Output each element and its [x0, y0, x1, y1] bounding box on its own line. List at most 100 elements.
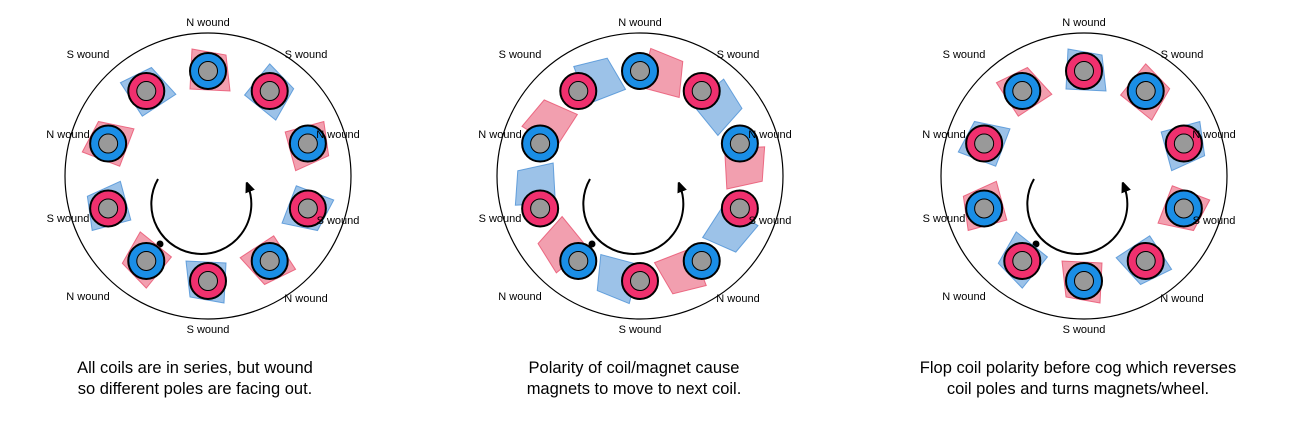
coil — [596, 253, 659, 305]
coil-core — [530, 198, 551, 219]
coil-label: S wound — [67, 49, 110, 61]
coil-core — [98, 198, 119, 219]
coil-label: N wound — [46, 129, 89, 141]
coil-core — [530, 133, 551, 154]
coil-label: N wound — [284, 293, 327, 305]
coil-core — [136, 250, 157, 271]
coil-core — [198, 61, 218, 81]
coil-core — [568, 81, 589, 102]
coil — [962, 180, 1008, 232]
rotor-wheel — [64, 32, 352, 320]
coil — [1061, 260, 1103, 304]
caption-line: magnets to move to next coil. — [526, 380, 742, 398]
coil-label: S wound — [317, 215, 360, 227]
coil-label: S wound — [1063, 324, 1106, 336]
coil-label: S wound — [619, 324, 662, 336]
coil-label: N wound — [618, 17, 661, 29]
coil — [521, 99, 579, 163]
coil-core — [1012, 81, 1033, 102]
caption-line: coil poles and turns magnets/wheel. — [946, 380, 1210, 398]
coil-label: S wound — [717, 49, 760, 61]
reference-dot — [588, 240, 596, 248]
coil-label: S wound — [499, 49, 542, 61]
caption-panel-2: Polarity of coil/magnet cause magnets to… — [424, 358, 844, 400]
coil-label: N wound — [922, 129, 965, 141]
coil-core — [1135, 81, 1156, 102]
panel-1: N wound S wound N wound S wound N wound S wou… — [46, 17, 359, 336]
coil-core — [1173, 198, 1194, 219]
coil-core — [1074, 61, 1094, 81]
coil — [621, 47, 684, 99]
coil — [537, 215, 598, 280]
coil — [1065, 48, 1107, 92]
coil-label: N wound — [748, 129, 791, 141]
coil — [121, 231, 173, 289]
coil-core — [974, 198, 995, 219]
coil-core — [1135, 250, 1156, 271]
rotation-arrow — [150, 178, 251, 255]
coil-label: N wound — [1192, 129, 1235, 141]
coil — [119, 66, 177, 117]
coil — [243, 63, 295, 121]
coil — [720, 124, 766, 190]
coil-core — [136, 81, 157, 102]
coil-core — [1074, 271, 1094, 291]
caption-line: so different poles are facing out. — [77, 380, 313, 398]
caption-panel-3: Flop coil polarity before cog which reve… — [868, 358, 1288, 400]
coil-label: N wound — [1160, 293, 1203, 305]
coil-label: S wound — [943, 49, 986, 61]
coil-label: N wound — [942, 291, 985, 303]
coil-core — [568, 250, 589, 271]
coil-label: S wound — [47, 213, 90, 225]
caption-panel-1: All coils are in series, but wound so di… — [0, 358, 405, 400]
coil-label: S wound — [479, 213, 522, 225]
coil — [281, 185, 335, 232]
panel-3: N wound S wound N wound S wound N wound S wou… — [922, 17, 1235, 336]
coil-core — [1173, 133, 1194, 154]
coil — [1119, 63, 1171, 121]
coil-core — [259, 250, 280, 271]
coil — [185, 260, 227, 304]
coil-label: S wound — [187, 324, 230, 336]
coil-core — [630, 271, 650, 291]
rotation-arrow — [582, 178, 683, 255]
coil-core — [974, 133, 995, 154]
coil-label: N wound — [498, 291, 541, 303]
coil — [284, 120, 330, 172]
coil — [559, 57, 627, 111]
coil-core — [259, 81, 280, 102]
coil-label: S wound — [1193, 215, 1236, 227]
rotor-wheel — [496, 32, 784, 320]
coil-core — [691, 250, 712, 271]
coil-core — [1012, 250, 1033, 271]
coil — [1160, 120, 1206, 172]
coil-label: N wound — [66, 291, 109, 303]
panel-2: N wound S wound N wound S wound N wound S wou… — [478, 17, 791, 336]
coil-label: S wound — [285, 49, 328, 61]
coil — [701, 189, 759, 253]
coil — [514, 162, 560, 228]
caption-line: Flop coil polarity before cog which reve… — [919, 359, 1237, 377]
coil — [86, 180, 132, 232]
coil-label: N wound — [716, 293, 759, 305]
caption-line: All coils are in series, but wound — [77, 359, 313, 377]
coil — [81, 120, 135, 167]
coil-core — [297, 198, 318, 219]
coil-label: N wound — [316, 129, 359, 141]
coil — [682, 72, 743, 137]
coil-label: N wound — [186, 17, 229, 29]
coil-core — [729, 133, 750, 154]
coil-core — [98, 133, 119, 154]
coil — [995, 66, 1053, 117]
coil-label: S wound — [923, 213, 966, 225]
coil — [997, 231, 1049, 289]
rotor-wheel — [940, 32, 1228, 320]
coil-label: S wound — [1161, 49, 1204, 61]
coil-label: N wound — [1062, 17, 1105, 29]
coil-core — [198, 271, 218, 291]
rotation-arrow — [1026, 178, 1127, 255]
coil-label: N wound — [478, 129, 521, 141]
coil-core — [297, 133, 318, 154]
coil — [189, 48, 231, 92]
